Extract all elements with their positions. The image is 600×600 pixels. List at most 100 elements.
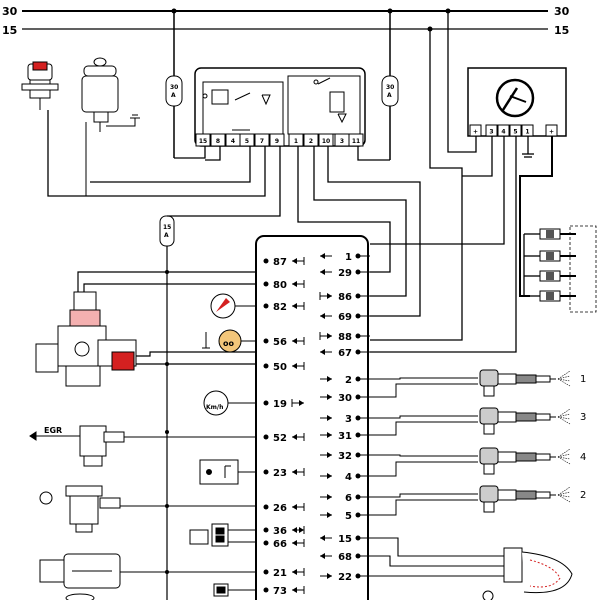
ecu-pin-dot bbox=[263, 400, 269, 406]
signal-arrow-icon bbox=[320, 432, 332, 438]
injector-wire bbox=[370, 377, 478, 380]
ecu-left-pin-label: 87 bbox=[273, 257, 287, 268]
ecu-right-pin-label: 22 bbox=[338, 572, 352, 583]
relay-coil-2-icon bbox=[329, 91, 345, 113]
signal-arrow-icon bbox=[291, 399, 304, 407]
injector-icon bbox=[479, 369, 571, 397]
relay-pin-box bbox=[303, 133, 319, 147]
diagnostic-connector-icon bbox=[189, 523, 229, 547]
inertia-switch-icon bbox=[21, 61, 59, 110]
ecu-right-pin-label: 1 bbox=[345, 252, 352, 263]
signal-arrow-icon bbox=[320, 376, 332, 382]
signal-arrow-icon bbox=[292, 302, 305, 310]
injector-number-label: 3 bbox=[580, 412, 586, 423]
signal-arrow-icon bbox=[292, 257, 305, 265]
relay-diode-1-icon bbox=[261, 94, 271, 106]
glow-module-pin-label: 3 bbox=[489, 129, 493, 136]
ecu-right-pin-label: 69 bbox=[338, 312, 352, 323]
injector-number-label: 2 bbox=[580, 490, 586, 501]
signal-arrow-icon bbox=[320, 394, 332, 400]
signal-arrow-icon bbox=[320, 349, 332, 355]
rail-30-label-left: 30 bbox=[2, 5, 18, 18]
ecu-right-pin-label: 32 bbox=[338, 451, 352, 462]
fuse-right bbox=[381, 11, 399, 160]
rail-15-label-right: 15 bbox=[554, 24, 569, 37]
injector-number-label: 4 bbox=[580, 452, 586, 463]
signal-arrow-icon bbox=[292, 539, 305, 547]
rail-30-label-right: 30 bbox=[554, 5, 570, 18]
fuse-ecu bbox=[159, 215, 175, 247]
ecu-left-pin-label: 80 bbox=[273, 280, 287, 291]
signal-arrow-icon bbox=[292, 526, 305, 534]
glow-module-pin-label: 5 bbox=[513, 129, 517, 136]
ecu-pin-dot bbox=[263, 527, 269, 533]
ecu-pin-dot bbox=[263, 569, 269, 575]
ecu-pin-dot bbox=[263, 363, 269, 369]
relay-pin-label: 4 bbox=[231, 138, 235, 145]
injector-wire bbox=[370, 493, 478, 498]
ecu-left-pin-label: 19 bbox=[273, 399, 287, 410]
fuse-left bbox=[165, 11, 183, 158]
relay-pin-label: 7 bbox=[260, 138, 264, 145]
ecu-right-pin-label: 4 bbox=[345, 472, 352, 483]
ecu-left-pin-label: 26 bbox=[273, 503, 287, 514]
signal-arrow-icon bbox=[320, 473, 332, 479]
fuel-temp-sensor-icon bbox=[39, 553, 121, 589]
ecu-right-pin-label: 3 bbox=[345, 414, 352, 425]
egr-label: EGR bbox=[44, 426, 62, 435]
glow-plug-body bbox=[546, 272, 554, 280]
svg-text:Km/h: Km/h bbox=[206, 404, 223, 411]
glow-module-pin-label: 4 bbox=[501, 129, 505, 136]
crank-sensor-icon bbox=[482, 547, 573, 600]
ecu-left-pin-label: 52 bbox=[273, 433, 287, 444]
ecu-pin-dot bbox=[263, 587, 269, 593]
ecu-pin-dot bbox=[263, 338, 269, 344]
relay-pin-label: 1 bbox=[294, 138, 298, 145]
ecu-right-pin-label: 88 bbox=[338, 332, 352, 343]
signal-arrow-icon bbox=[292, 468, 305, 476]
ecu-left-pin-label: 82 bbox=[273, 302, 287, 313]
injection-pump-icon bbox=[35, 291, 137, 387]
glow-module-pin-label: 1 bbox=[525, 129, 529, 136]
boost-valve-icon bbox=[39, 485, 121, 533]
signal-arrow-icon bbox=[292, 568, 305, 576]
relay-pin-box bbox=[288, 133, 304, 147]
signal-arrow-icon bbox=[320, 535, 332, 541]
ecu-left-pin-label: 50 bbox=[273, 362, 287, 373]
relay-diode-2-icon bbox=[337, 113, 347, 124]
signal-arrow-icon bbox=[320, 269, 332, 275]
bottom-switch-icon bbox=[213, 583, 229, 597]
ecu-right-pin-label: 6 bbox=[345, 493, 352, 504]
injector-icon bbox=[479, 447, 571, 475]
ecu-box bbox=[255, 235, 369, 600]
relay-pin-box bbox=[254, 133, 270, 147]
ecu-right-pin-label: 5 bbox=[345, 511, 352, 522]
fuse-ecu-label: 15 bbox=[163, 224, 171, 231]
glow-plug-body bbox=[546, 292, 554, 300]
coolant-temp-sensor-icon bbox=[199, 459, 239, 485]
water-sensor-icon bbox=[210, 293, 236, 319]
signal-arrow-icon bbox=[320, 494, 332, 500]
ecu-pin-dot bbox=[263, 540, 269, 546]
ecu-left-pin-label: 56 bbox=[273, 337, 287, 348]
ecu-right-pin-label: 86 bbox=[338, 292, 352, 303]
relay-pin-box bbox=[318, 133, 334, 147]
relay-pin-label: 8 bbox=[216, 138, 220, 145]
relay-pin-label: 5 bbox=[245, 138, 249, 145]
egr-valve-icon bbox=[29, 425, 125, 467]
relay-pin-label: 15 bbox=[199, 138, 207, 145]
ecu-right-pin-label: 29 bbox=[338, 268, 352, 279]
glow-plug-body bbox=[546, 230, 554, 238]
relay-pin-label: 3 bbox=[340, 138, 344, 145]
ecu-pin-dot bbox=[263, 281, 269, 287]
glow-plug-group bbox=[523, 228, 576, 302]
ecu-pin-dot bbox=[263, 258, 269, 264]
svg-text:oo: oo bbox=[223, 339, 234, 348]
relay-pin-box bbox=[195, 133, 211, 147]
ecu-right-pin-label: 67 bbox=[338, 348, 352, 359]
signal-arrow-icon bbox=[292, 586, 305, 594]
